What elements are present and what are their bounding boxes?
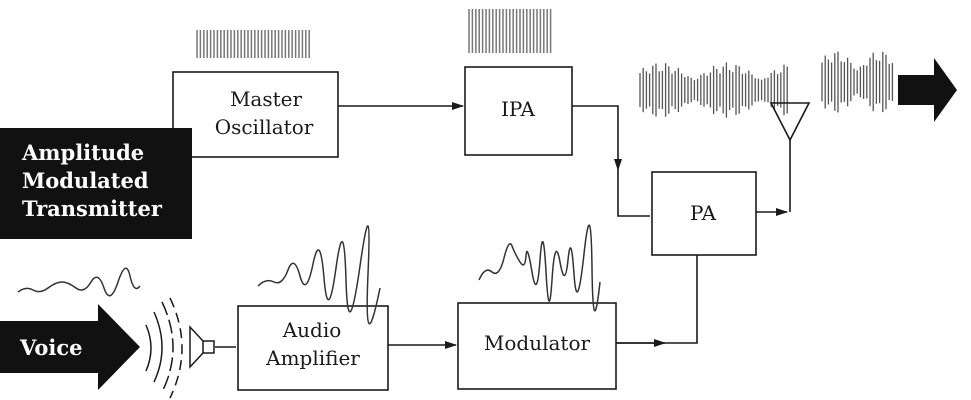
wire-ipa-to-pa-side bbox=[617, 170, 650, 217]
modulator-audio-wave bbox=[478, 224, 601, 312]
carrier-signal-master bbox=[196, 30, 310, 58]
voice-audio-wave bbox=[17, 267, 141, 297]
ipa-block: IPA bbox=[464, 66, 573, 156]
modulator-label: Modulator bbox=[484, 331, 591, 355]
output-arrow-icon bbox=[898, 58, 957, 122]
microphone-icon bbox=[189, 325, 215, 369]
master-oscillator-block: Master Oscillator bbox=[172, 71, 339, 158]
pa-block: PA bbox=[651, 171, 757, 256]
wire-modulator-to-pa bbox=[616, 255, 698, 344]
modulated-output-wave-1 bbox=[639, 62, 788, 118]
title-line-3: Transmitter bbox=[22, 196, 163, 221]
modulator-block: Modulator bbox=[457, 302, 617, 390]
wire-ipa-to-pa bbox=[572, 105, 622, 171]
antenna-icon bbox=[769, 102, 811, 142]
carrier-signal-ipa bbox=[468, 9, 552, 53]
audio-amplifier-line-2: Amplifier bbox=[265, 346, 360, 370]
audio-amplifier-line-1: Audio bbox=[282, 318, 342, 342]
transmitter-title-box: Amplitude Modulated Transmitter bbox=[0, 128, 192, 239]
master-oscillator-line-2: Oscillator bbox=[215, 115, 314, 139]
pa-label: PA bbox=[690, 201, 717, 225]
amplified-audio-wave bbox=[257, 225, 381, 325]
title-line-1: Amplitude bbox=[21, 140, 144, 165]
ipa-label: IPA bbox=[501, 97, 536, 121]
master-oscillator-line-1: Master bbox=[230, 87, 303, 111]
modulated-output-wave-2 bbox=[821, 51, 894, 113]
voice-arrow-icon bbox=[0, 304, 140, 390]
title-line-2: Modulated bbox=[22, 168, 149, 193]
sound-waves-icon bbox=[145, 297, 183, 399]
audio-amplifier-block: Audio Amplifier bbox=[237, 305, 389, 391]
voice-label: Voice bbox=[19, 335, 83, 360]
